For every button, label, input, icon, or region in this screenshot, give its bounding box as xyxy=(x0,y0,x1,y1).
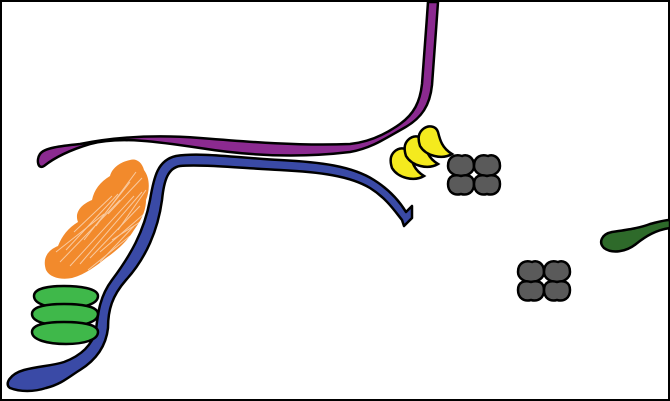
orange-fibrous-cluster xyxy=(44,159,149,279)
orange-fiber-10 xyxy=(107,177,143,215)
green-disc-3 xyxy=(30,320,100,346)
yellow-crescent-cluster xyxy=(389,125,455,180)
orange-fiber-2 xyxy=(69,195,135,267)
gray-tetrad-lower xyxy=(516,260,572,302)
blue-pathway xyxy=(6,153,414,393)
gray-lobe-3 xyxy=(446,174,476,196)
gray-lobe-2 xyxy=(472,154,502,178)
orange-fiber-1 xyxy=(59,199,121,263)
orange-fiber-9 xyxy=(95,171,137,227)
green-stacked-discs xyxy=(30,284,100,346)
orange-fiber-7 xyxy=(55,213,105,253)
orange-fiber-13 xyxy=(117,189,147,231)
orange-fiber-12 xyxy=(111,221,141,241)
orange-fiber-15 xyxy=(99,225,135,263)
gray-lobe-6 xyxy=(542,260,572,284)
yellow-crescent-3 xyxy=(417,125,455,158)
purple-pathway xyxy=(36,0,440,169)
gray-lobe-4 xyxy=(472,174,502,196)
gray-lobe-8 xyxy=(542,280,572,302)
gray-lobe-5 xyxy=(516,260,546,284)
gray-lobe-7 xyxy=(516,280,546,302)
orange-fiber-5 xyxy=(89,205,141,259)
gray-tetrad-upper xyxy=(446,154,502,196)
gray-lobe-1 xyxy=(446,154,476,178)
orange-fiber-3 xyxy=(79,191,143,265)
dark-green-branch xyxy=(600,218,670,253)
orange-fiber-11 xyxy=(73,195,113,233)
orange-fiber-4 xyxy=(65,193,119,251)
